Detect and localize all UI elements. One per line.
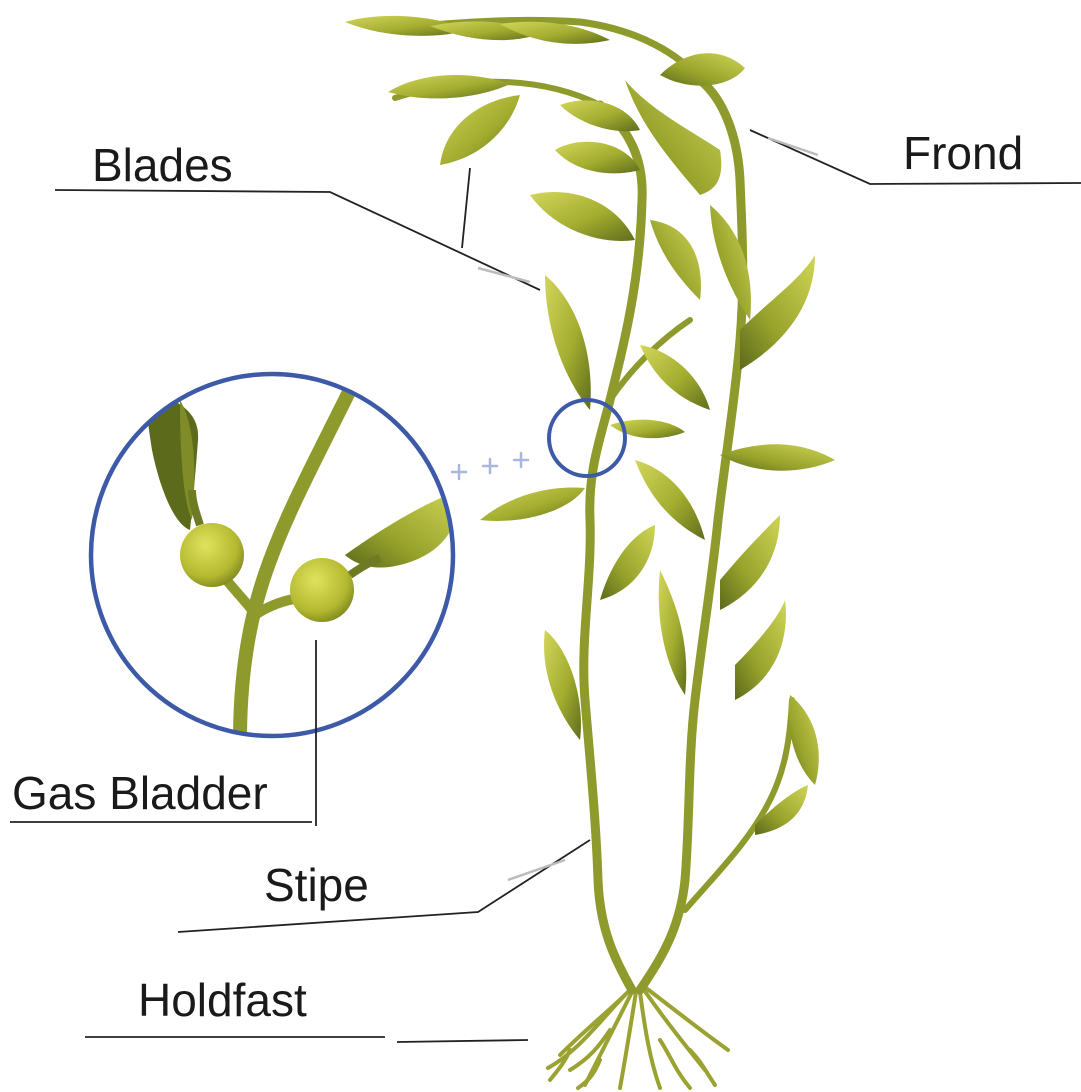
label-frond: Frond xyxy=(903,130,1023,176)
holdfast-roots xyxy=(548,988,728,1088)
blades-leader xyxy=(55,190,540,290)
label-blades: Blades xyxy=(92,142,233,188)
connector-marks xyxy=(452,453,528,479)
label-gas-bladder: Gas Bladder xyxy=(12,770,268,816)
highlight-circle xyxy=(549,400,625,476)
label-stipe: Stipe xyxy=(264,862,369,908)
holdfast-leader-right xyxy=(397,1040,528,1042)
blades-leader-secondary xyxy=(462,168,470,248)
zoom-detail xyxy=(91,374,460,740)
label-holdfast: Holdfast xyxy=(138,977,307,1023)
stipe-leader xyxy=(178,840,590,932)
